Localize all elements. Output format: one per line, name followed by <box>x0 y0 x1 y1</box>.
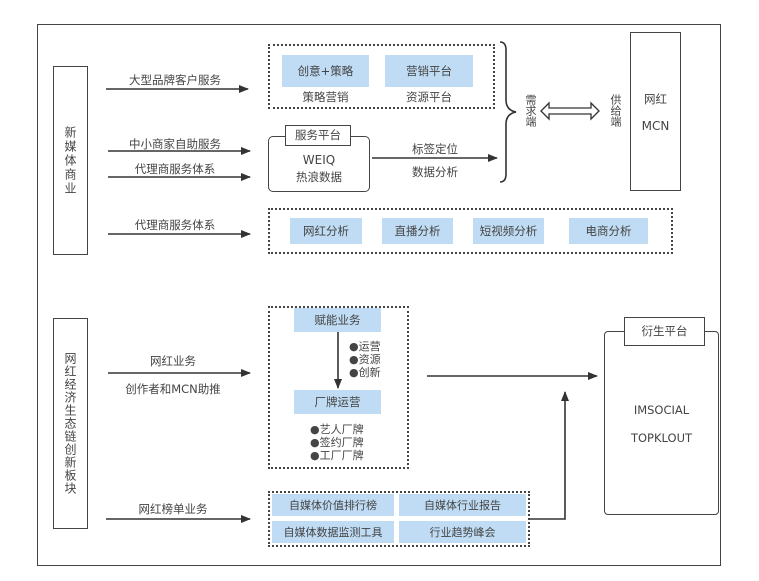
influencer-economy-box: 网红经济生态链创新板块 <box>53 318 88 529</box>
data-monitoring-tool-box: 自媒体数据监测工具 <box>272 521 394 543</box>
arrow-label-agency-2: 代理商服务体系 <box>134 218 216 232</box>
empower-bullets: ●运营 ●资源 ●创新 <box>349 340 381 379</box>
analysis-group <box>268 208 673 254</box>
label-operations-box: 厂牌运营 <box>294 390 381 414</box>
marketing-platform-box: 营销平台 <box>385 55 473 87</box>
arrow-label-large-brand: 大型品牌客户服务 <box>129 73 221 87</box>
creative-strategy-box: 创意+策略 <box>282 55 369 87</box>
influencer-business-label: 网红业务 <box>150 354 196 368</box>
influencer-economy-title: 网红经济生态链创新板块 <box>63 352 77 495</box>
supply-side-text: 供给端 <box>609 94 622 127</box>
influencer-analysis-box: 网红分析 <box>290 218 362 244</box>
arrow-label-agency-1: 代理商服务体系 <box>134 162 216 176</box>
arrow-label-sme: 中小商家自助服务 <box>129 137 221 151</box>
empower-business-box: 赋能业务 <box>294 308 381 332</box>
bullet-operations: ●运营 <box>349 340 381 353</box>
value-ranking-box: 自媒体价值排行榜 <box>272 494 394 516</box>
supply-side-label: 供给端 <box>607 94 623 131</box>
resource-platform-caption: 资源平台 <box>406 90 452 104</box>
ranking-business-label: 网红榜单业务 <box>138 502 208 516</box>
short-video-analysis-box: 短视频分析 <box>473 218 544 244</box>
diagram-frame <box>37 24 721 566</box>
new-media-business-title: 新媒体商业 <box>63 125 77 196</box>
tag-positioning-label: 标签定位 <box>412 142 458 156</box>
label-bullets: ●艺人厂牌 ●签约厂牌 ●工厂厂牌 <box>310 423 364 462</box>
weiq-label: WEIQ <box>302 153 336 167</box>
creator-mcn-label: 创作者和MCN助推 <box>125 382 221 396</box>
topklout-label: TOPKLOUT <box>630 431 693 445</box>
derivative-platform-box <box>604 331 719 515</box>
reland-data-label: 热浪数据 <box>296 170 342 184</box>
mcn-box: 网红 MCN <box>630 32 681 191</box>
new-media-business-box: 新媒体商业 <box>53 66 88 255</box>
mcn-line2: MCN <box>641 118 670 133</box>
ecommerce-analysis-box: 电商分析 <box>569 218 648 244</box>
demand-side-label: 需求端 <box>522 94 538 131</box>
bullet-innovation: ●创新 <box>349 366 381 379</box>
data-analysis-label: 数据分析 <box>412 165 458 179</box>
livestream-analysis-box: 直播分析 <box>382 218 453 244</box>
mcn-line1: 网红 <box>644 91 667 106</box>
empower-group <box>268 306 409 469</box>
ranking-group <box>268 491 530 547</box>
bullet-artist-label: ●艺人厂牌 <box>310 423 364 436</box>
bullet-signed-label: ●签约厂牌 <box>310 436 364 449</box>
strategy-marketing-caption: 策略营销 <box>302 90 349 104</box>
trend-summit-box: 行业趋势峰会 <box>399 521 526 543</box>
derivative-platform-tab: 衍生平台 <box>624 317 705 346</box>
imsocial-label: IMSOCIAL <box>633 403 690 417</box>
bullet-resources: ●资源 <box>349 353 381 366</box>
service-platform-tab: 服务平台 <box>285 125 351 146</box>
demand-side-text: 需求端 <box>524 94 537 127</box>
marketing-group <box>268 44 495 109</box>
industry-report-box: 自媒体行业报告 <box>399 494 526 516</box>
bullet-factory-label: ●工厂厂牌 <box>310 449 364 462</box>
